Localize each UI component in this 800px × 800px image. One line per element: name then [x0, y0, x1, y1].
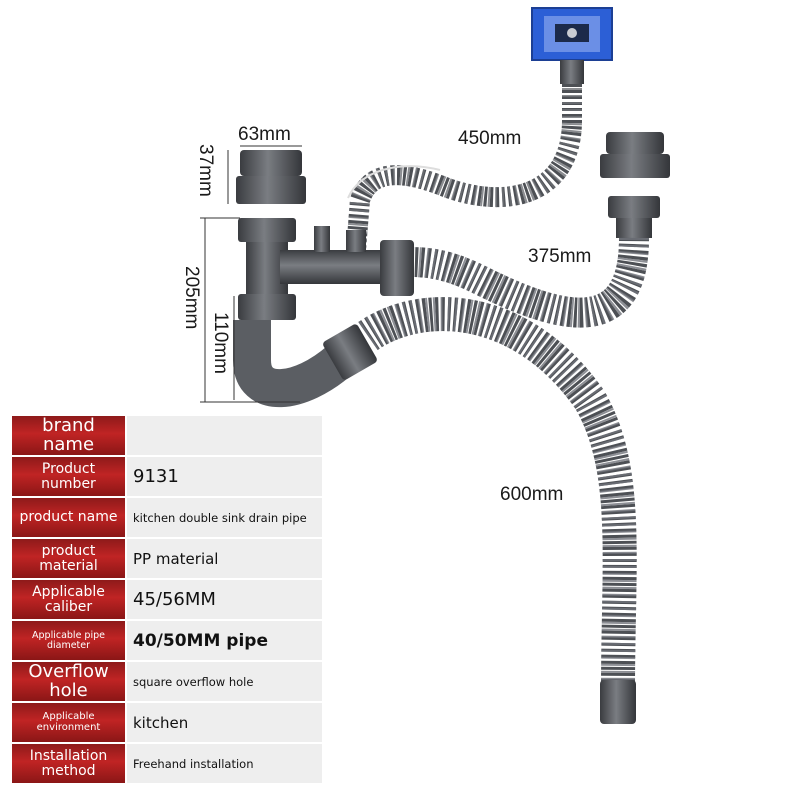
dim-second-hose: 375mm: [528, 246, 592, 267]
second-sink-hose: [409, 237, 649, 328]
dim-lower-section: 110mm: [210, 312, 231, 374]
spec-row-product-number: Product number 9131: [12, 457, 322, 498]
spec-value: [127, 416, 322, 455]
dim-inlet-width: 63mm: [238, 124, 291, 145]
spec-row-installation: Installation method Freehand installatio…: [12, 744, 322, 785]
spec-row-environment: Applicable environment kitchen: [12, 703, 322, 744]
dim-inlet-height: 37mm: [195, 144, 216, 197]
spec-value: Freehand installation: [127, 744, 322, 783]
spec-row-product-name: product name kitchen double sink drain p…: [12, 498, 322, 539]
left-coupling: [236, 150, 306, 204]
spec-value: square overflow hole: [127, 662, 322, 701]
spec-label: Applicable environment: [12, 703, 127, 742]
spec-row-pipe-diameter: Applicable pipe diameter 40/50MM pipe: [12, 621, 322, 662]
spec-label: Installation method: [12, 744, 127, 783]
spec-value: kitchen double sink drain pipe: [127, 498, 322, 537]
dim-outlet-hose: 600mm: [500, 484, 564, 505]
spec-label: product material: [12, 539, 127, 578]
spec-value: 40/50MM pipe: [127, 621, 322, 660]
spec-label: Product number: [12, 457, 127, 496]
dim-body-height: 205mm: [181, 266, 202, 330]
spec-value: kitchen: [127, 703, 322, 742]
spec-label: Applicable caliber: [12, 580, 127, 619]
spec-value: 45/56MM: [127, 580, 322, 619]
spec-label: product name: [12, 498, 127, 537]
trap-body: [233, 218, 414, 408]
outlet-hose: [358, 297, 637, 691]
dim-overflow-hose: 450mm: [458, 128, 522, 149]
spec-label: Applicable pipe diameter: [12, 621, 127, 660]
overflow-hose: [346, 84, 582, 251]
dimension-lines: [200, 145, 302, 403]
spec-label: brand name: [12, 416, 127, 455]
outlet-end-fitting: [600, 680, 636, 724]
spec-table: brand name Product number 9131 product n…: [12, 416, 322, 785]
spec-label: Overflow hole: [12, 662, 127, 701]
spec-row-overflow-hole: Overflow hole square overflow hole: [12, 662, 322, 703]
overflow-box: [531, 7, 613, 84]
right-coupling: [600, 132, 670, 238]
spec-row-brand: brand name: [12, 416, 322, 457]
spec-row-caliber: Applicable caliber 45/56MM: [12, 580, 322, 621]
spec-value: PP material: [127, 539, 322, 578]
spec-value: 9131: [127, 457, 322, 496]
spec-row-material: product material PP material: [12, 539, 322, 580]
